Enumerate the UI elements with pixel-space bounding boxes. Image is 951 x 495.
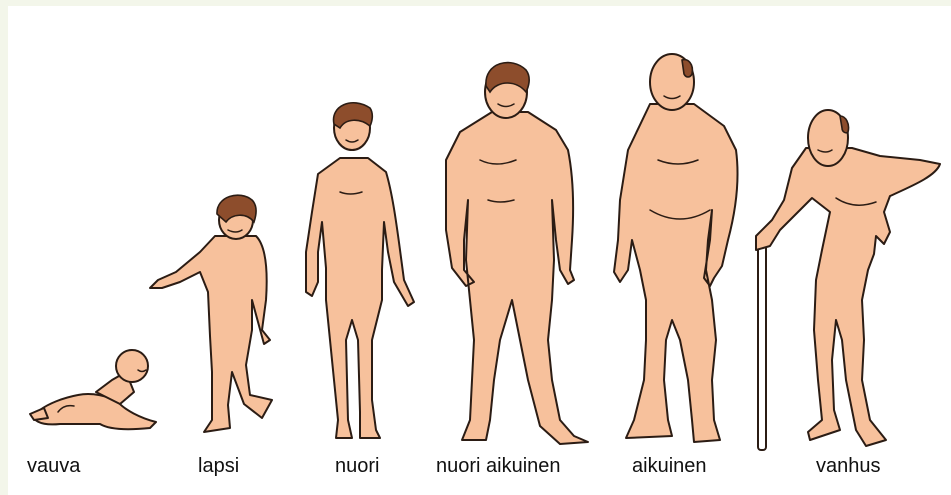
label-aikuinen: aikuinen [632, 455, 707, 478]
figure-elderly [756, 110, 940, 450]
figure-young-adult [446, 63, 588, 444]
label-vauva: vauva [27, 455, 80, 478]
label-nuori-aikuinen: nuori aikuinen [436, 455, 561, 478]
label-nuori: nuori [335, 455, 379, 478]
figure-baby [30, 350, 156, 429]
label-vanhus: vanhus [816, 455, 881, 478]
figure-adult [614, 54, 738, 442]
figure-youth [306, 103, 414, 438]
figure-child [150, 195, 272, 432]
label-lapsi: lapsi [198, 455, 239, 478]
